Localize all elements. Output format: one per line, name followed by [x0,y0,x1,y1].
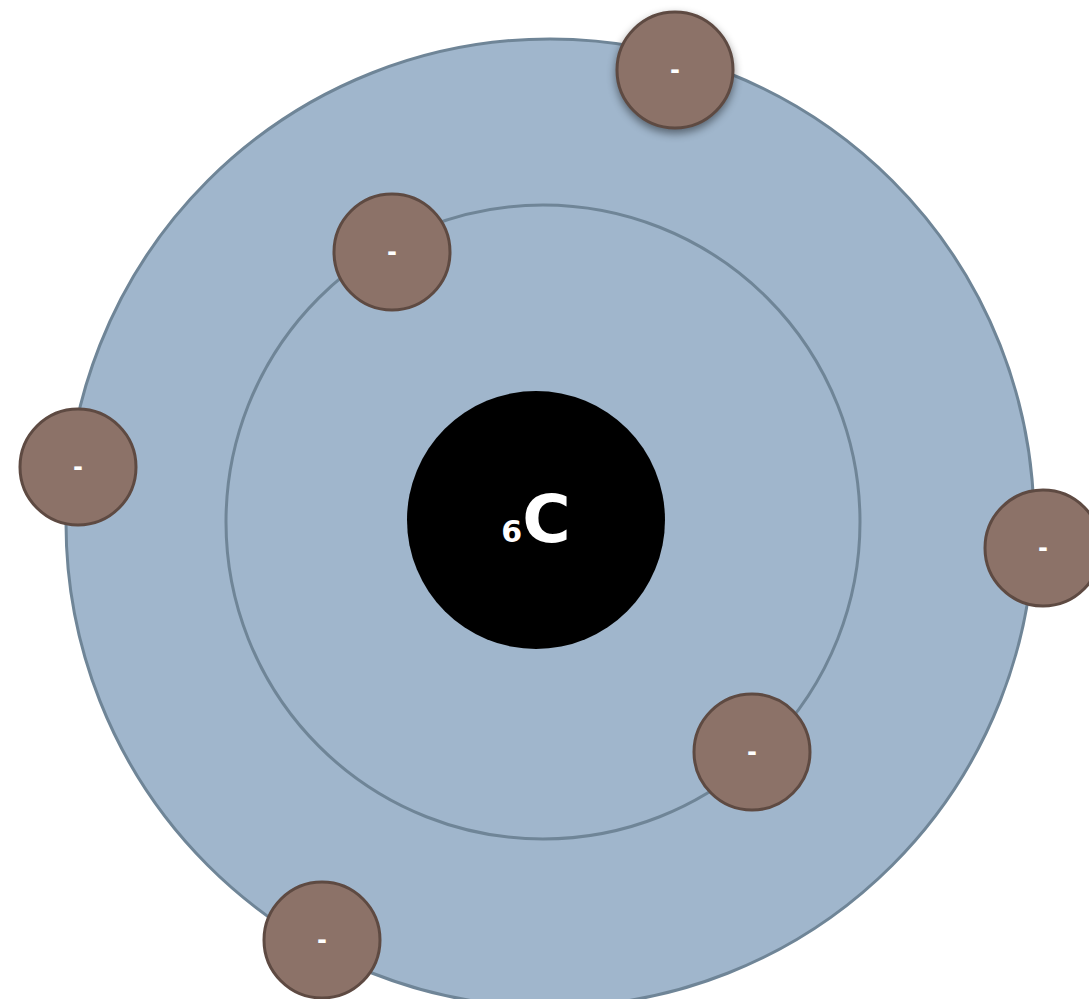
electron-circle: - [615,10,735,130]
circle-fill [20,409,136,525]
circle-fill [407,391,665,649]
electron-circle: - [692,692,812,812]
electron-circle: - [18,407,138,527]
circle-fill [985,490,1089,606]
charge-sign: - [73,455,83,479]
charge-sign: - [747,740,757,764]
outer-shell [66,39,1034,999]
electron-circle: - [332,192,452,312]
circle-fill [617,12,733,128]
element-letter: C [522,487,570,553]
nucleus-circle: 6C [405,389,667,651]
electron-circle: - [262,880,382,999]
inner-shell [226,205,860,839]
circle-fill [334,194,450,310]
electron-circle: - [983,488,1089,608]
element-symbol: 6C [501,487,570,553]
charge-sign: - [317,928,327,952]
charge-sign: - [1038,536,1048,560]
circle-fill [694,694,810,810]
circle-fill [264,882,380,998]
atomic-number: 6 [501,517,522,547]
charge-sign: - [387,240,397,264]
circle-outline [983,488,1089,608]
charge-sign: - [670,58,680,82]
